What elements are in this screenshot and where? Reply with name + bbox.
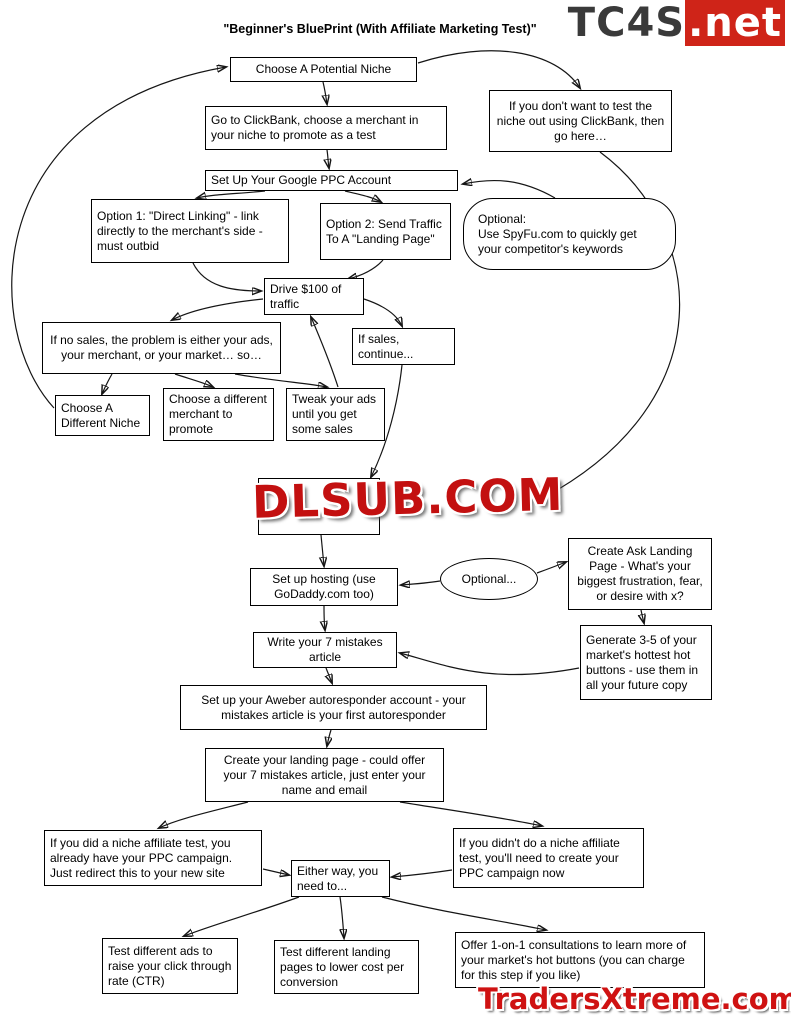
arrow-option2-to-drive [348, 259, 384, 279]
arrow-ppc-to-option2 [344, 190, 381, 202]
arrow-hotbuttons-to-mistakes [400, 653, 580, 676]
arrow-domain-to-hosting [321, 534, 324, 566]
dlsub-watermark: DLSUB.COM [251, 467, 565, 529]
node-hot-buttons: Generate 3-5 of your market's hottest ho… [580, 625, 712, 700]
tc4s-suffix: .net [685, 0, 785, 46]
arrow-nosales-to-diffniche [102, 373, 113, 394]
arrow-drive-to-nosales [172, 298, 264, 320]
arrow-landing-to-didtest [159, 801, 249, 828]
arrow-didtest-to-either [262, 868, 289, 875]
arrow-ppc-to-option1 [197, 190, 266, 198]
arrow-hosting-to-mistakes [324, 605, 325, 630]
tc4s-watermark: TC4S.net [568, 0, 785, 46]
arrow-spyfu-to-ppc [463, 181, 556, 199]
node-aweber: Set up your Aweber autoresponder account… [180, 685, 487, 730]
arrow-option1-to-drive [192, 262, 261, 291]
node-choose-niche: Choose A Potential Niche [230, 57, 417, 82]
arrow-either-to-consult [381, 896, 546, 930]
node-clickbank: Go to ClickBank, choose a merchant in yo… [205, 106, 447, 150]
arrow-donttest-to-domain [543, 151, 681, 498]
arrow-tweak-loop-to-drive [311, 317, 339, 388]
node-mistakes-article: Write your 7 mistakes article [253, 632, 397, 668]
arrow-nosales-to-merchant [174, 373, 213, 387]
node-different-niche: Choose A Different Niche [55, 395, 150, 436]
tc4s-prefix: TC4S [567, 0, 686, 46]
arrow-either-to-testads [184, 896, 300, 936]
node-test-ads: Test different ads to raise your click t… [102, 938, 238, 994]
arrow-aweber-to-landing [327, 729, 331, 746]
node-different-merchant: Choose a different merchant to promote [163, 388, 274, 441]
node-create-landing-page: Create your landing page - could offer y… [205, 748, 444, 802]
arrow-nosales-to-tweak [234, 373, 327, 387]
node-spyfu-optional: Optional: Use SpyFu.com to quickly get y… [463, 198, 676, 270]
node-ask-landing-page: Create Ask Landing Page - What's your bi… [568, 538, 712, 610]
node-didnt-test: If you didn't do a niche affiliate test,… [453, 828, 644, 888]
node-ppc-account: Set Up Your Google PPC Account [205, 170, 458, 191]
page-title: "Beginner's BluePrint (With Affiliate Ma… [223, 22, 537, 36]
arrow-niche-to-clickbank [323, 81, 327, 104]
arrow-either-to-testlanding [340, 896, 344, 938]
node-optional-ellipse: Optional... [440, 558, 538, 600]
node-either-way: Either way, you need to... [291, 860, 390, 897]
arrow-ellipse-to-asklanding [536, 562, 566, 574]
node-consultations: Offer 1-on-1 consultations to learn more… [455, 932, 705, 988]
node-obscured-domain-box [258, 478, 380, 535]
arrow-landing-to-didnttest [399, 801, 542, 826]
tradersxtreme-watermark: TradersXtreme.com [478, 982, 791, 1016]
arrow-asklanding-to-hotbuttons [641, 609, 644, 623]
node-test-landing-pages: Test different landing pages to lower co… [274, 940, 419, 994]
node-did-test: If you did a niche affiliate test, you a… [44, 830, 262, 886]
arrow-ifsales-to-domain [371, 364, 403, 477]
node-no-sales: If no sales, the problem is either your … [42, 322, 281, 374]
node-drive-traffic: Drive $100 of traffic [264, 278, 364, 315]
node-if-sales: If sales, continue... [352, 328, 455, 365]
arrow-clickbank-to-ppc [327, 149, 329, 168]
node-option1: Option 1: "Direct Linking" - link direct… [91, 199, 289, 263]
arrow-ellipse-to-hosting [401, 581, 441, 585]
node-hosting: Set up hosting (use GoDaddy.com too) [250, 568, 398, 606]
node-dont-test: If you don't want to test the niche out … [489, 90, 672, 152]
arrow-mistakes-to-aweber [326, 667, 332, 683]
arrow-diffniche-loop-to-niche [11, 67, 226, 409]
node-option2: Option 2: Send Traffic To A "Landing Pag… [320, 203, 451, 260]
node-tweak-ads: Tweak your ads until you get some sales [286, 388, 385, 441]
arrow-didnttest-to-either [392, 869, 453, 877]
arrow-drive-to-ifsales [363, 298, 402, 326]
arrow-niche-to-donttest [417, 50, 580, 88]
